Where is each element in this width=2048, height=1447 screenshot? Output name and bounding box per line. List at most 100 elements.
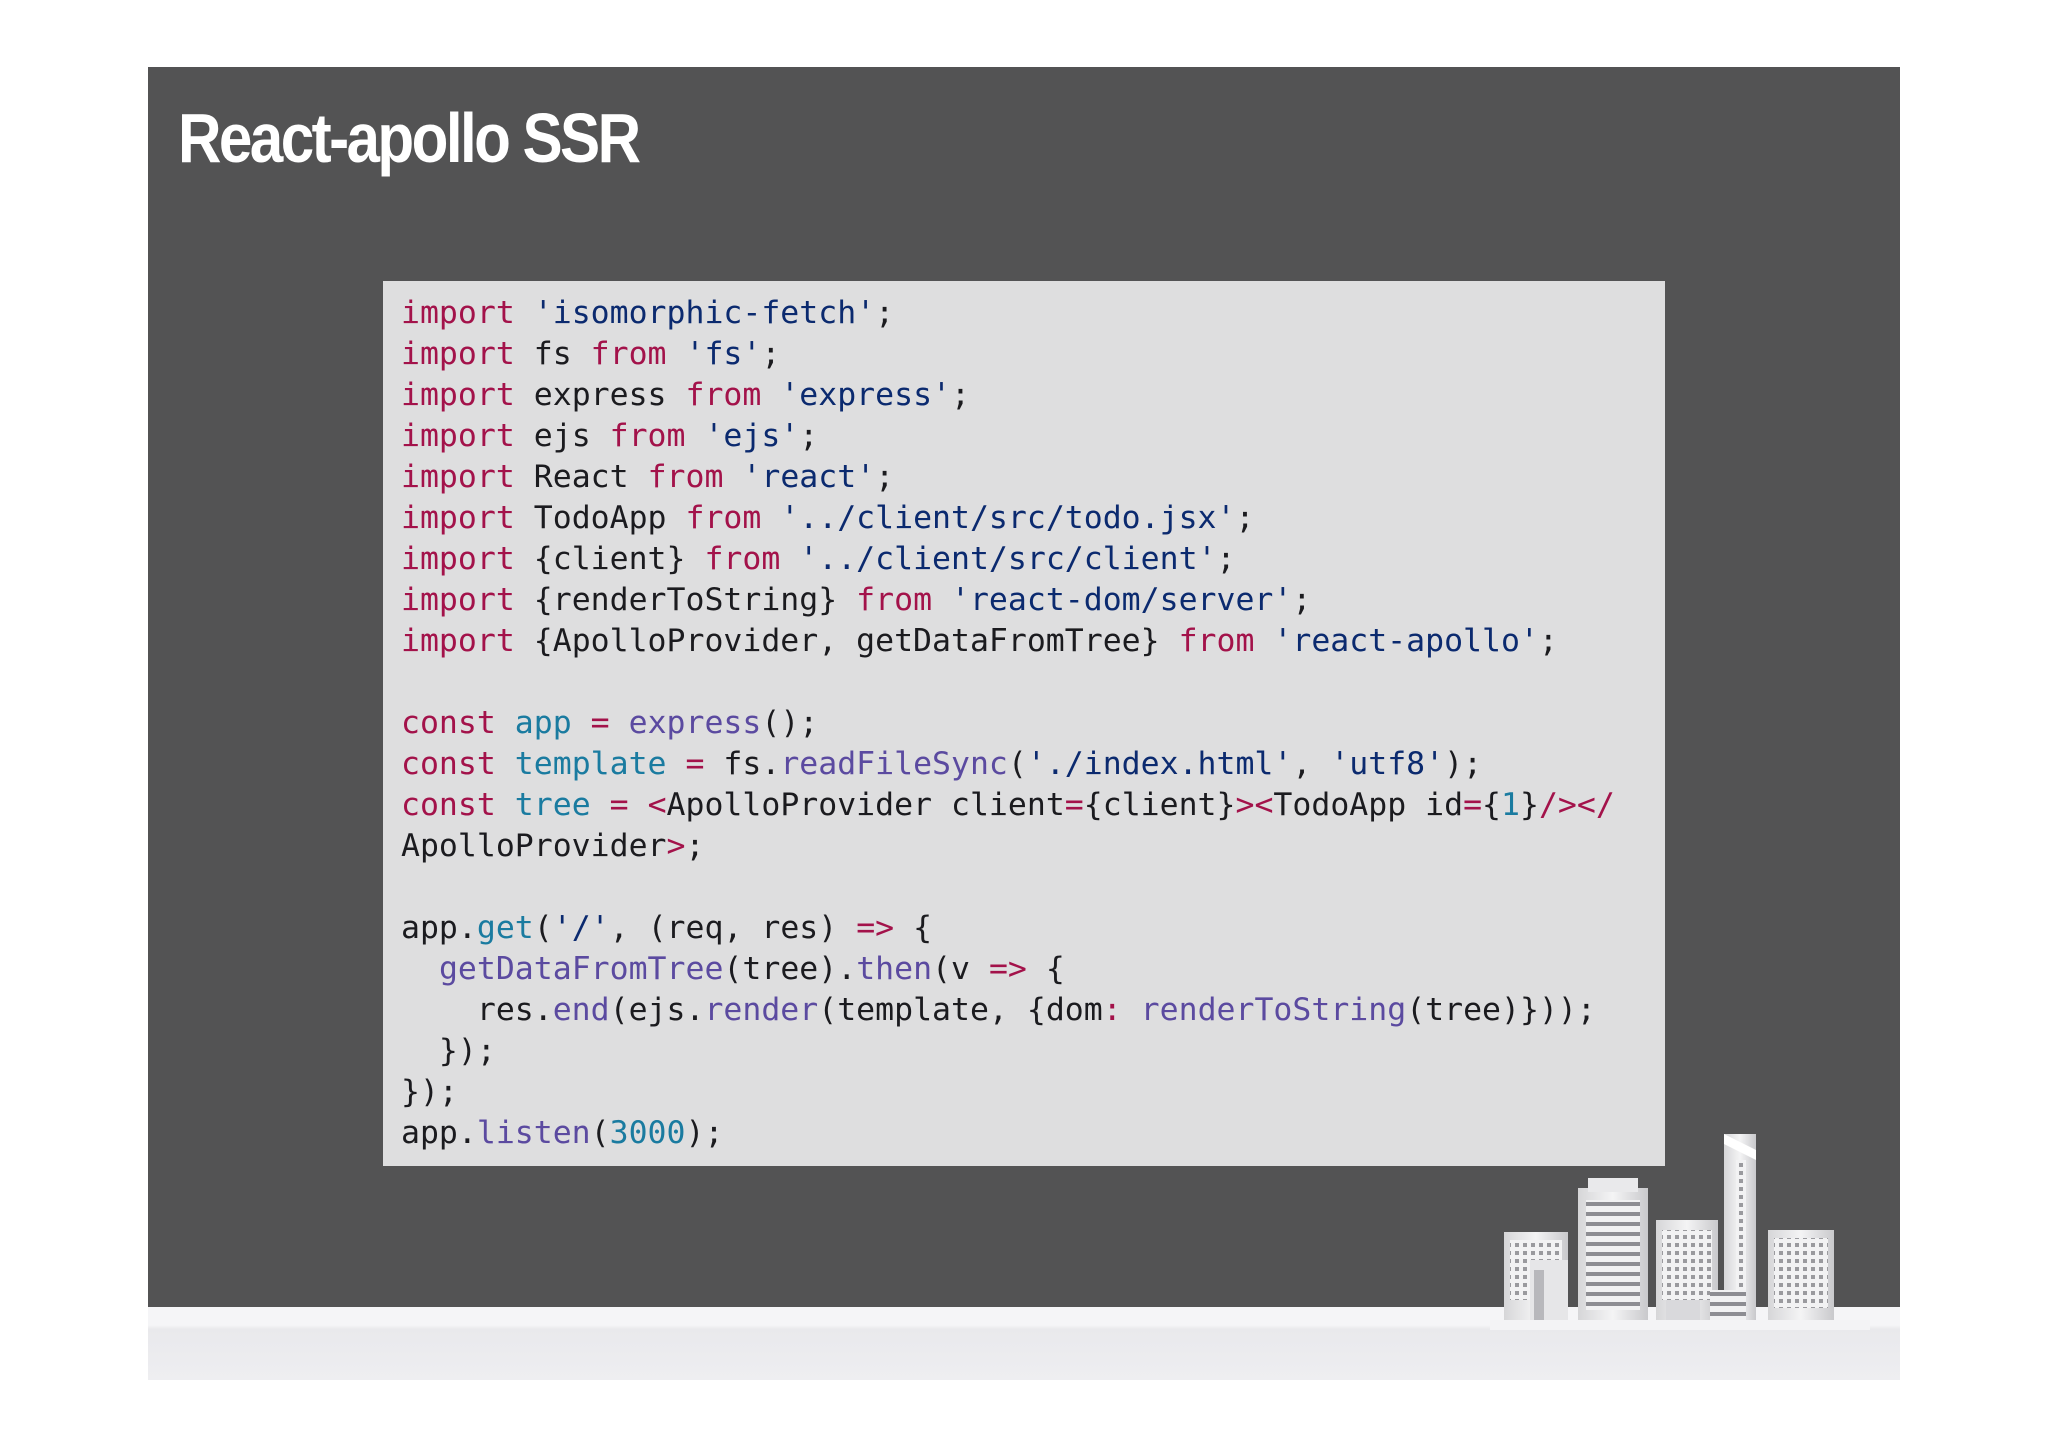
code-token: (tree)})); <box>1406 992 1596 1028</box>
code-token: { <box>1026 951 1065 987</box>
code-token: from <box>647 459 724 495</box>
code-token: res. <box>401 992 553 1028</box>
code-token <box>401 951 439 987</box>
code-token: from <box>590 336 667 372</box>
code-block: import 'isomorphic-fetch';import fs from… <box>383 281 1665 1166</box>
code-line: import React from 'react'; <box>401 457 1615 498</box>
code-token <box>667 336 686 372</box>
code-token: (tree). <box>723 951 857 987</box>
code-token: ejs <box>514 418 610 454</box>
code-token: (template, {dom <box>818 992 1103 1028</box>
code-token: const <box>401 705 496 741</box>
code-line <box>401 662 1615 703</box>
code-token: }); <box>401 1033 496 1069</box>
code-token: fs. <box>704 746 781 782</box>
code-token: app. <box>401 1115 477 1151</box>
code-token: ( <box>590 1115 610 1151</box>
code-token: {client} <box>1083 787 1236 823</box>
code-line: import 'isomorphic-fetch'; <box>401 293 1615 334</box>
code-token <box>761 500 780 536</box>
code-token: from <box>685 377 762 413</box>
code-token: => <box>988 951 1027 987</box>
code-token <box>667 746 686 782</box>
code-token <box>496 705 515 741</box>
code-line: const template = fs.readFileSync('./inde… <box>401 744 1615 785</box>
code-line: import TodoApp from '../client/src/todo.… <box>401 498 1615 539</box>
code-token: { <box>1482 787 1502 823</box>
code-token: app <box>514 705 572 741</box>
code-token <box>572 705 591 741</box>
code-token: from <box>704 541 781 577</box>
code-token: '/' <box>552 910 610 946</box>
code-token: listen <box>476 1115 591 1151</box>
code-token: import <box>401 295 515 331</box>
code-token: (ejs. <box>609 992 705 1028</box>
code-token: ; <box>1292 582 1312 618</box>
code-token: ApolloProvider client <box>666 787 1065 823</box>
code-token: 3000 <box>609 1115 686 1151</box>
code-line: }); <box>401 1072 1615 1113</box>
code-token: from <box>609 418 686 454</box>
code-token: 'react-apollo' <box>1273 623 1539 659</box>
code-token: => <box>856 910 895 946</box>
code-token <box>1122 992 1141 1028</box>
code-token <box>932 582 951 618</box>
code-token: = <box>590 705 610 741</box>
code-token: end <box>552 992 610 1028</box>
code-token: then <box>856 951 933 987</box>
city-skyline-icon <box>1490 1134 1870 1330</box>
code-token: get <box>476 910 534 946</box>
code-token: TodoApp <box>514 500 686 536</box>
code-token: , (req, res) <box>609 910 857 946</box>
code-token: ); <box>685 1115 724 1151</box>
code-token: = <box>1064 787 1084 823</box>
code-token: /></ <box>1538 787 1615 823</box>
code-line: const tree = <ApolloProvider client={cli… <box>401 785 1615 826</box>
code-token: ( <box>533 910 553 946</box>
code-token: ( <box>1007 746 1027 782</box>
code-token: app. <box>401 910 477 946</box>
code-line: import {renderToString} from 'react-dom/… <box>401 580 1615 621</box>
code-line: app.get('/', (req, res) => { <box>401 908 1615 949</box>
code-token: {client} <box>514 541 705 577</box>
code-token: {renderToString} <box>514 582 857 618</box>
code-token: import <box>401 418 515 454</box>
code-token: '../client/src/client' <box>799 541 1217 577</box>
code-token: import <box>401 582 515 618</box>
code-token: import <box>401 459 515 495</box>
code-token <box>1254 623 1273 659</box>
code-line: }); <box>401 1031 1615 1072</box>
code-token: = <box>1463 787 1483 823</box>
code-line: getDataFromTree(tree).then(v => { <box>401 949 1615 990</box>
code-token: 'utf8' <box>1330 746 1445 782</box>
code-token: = <box>609 787 629 823</box>
code-token: > <box>666 828 686 864</box>
code-token: getDataFromTree <box>438 951 724 987</box>
code-content: import 'isomorphic-fetch';import fs from… <box>401 293 1615 1154</box>
code-line: import express from 'express'; <box>401 375 1615 416</box>
code-token <box>723 459 742 495</box>
code-line: res.end(ejs.render(template, {dom: rende… <box>401 990 1615 1031</box>
code-token: 'isomorphic-fetch' <box>533 295 876 331</box>
code-token: ; <box>875 295 895 331</box>
code-token <box>610 705 629 741</box>
code-token: >< <box>1235 787 1274 823</box>
code-token: : <box>1102 992 1122 1028</box>
code-token <box>780 541 799 577</box>
code-token: ApolloProvider <box>401 828 667 864</box>
code-token: , <box>1292 746 1331 782</box>
code-token: 'fs' <box>685 336 762 372</box>
code-token: ; <box>761 336 781 372</box>
code-token: 'react-dom/server' <box>951 582 1293 618</box>
code-token <box>591 787 610 823</box>
code-token <box>496 787 515 823</box>
code-token: (v <box>932 951 989 987</box>
code-token <box>685 418 704 454</box>
code-token: import <box>401 623 515 659</box>
code-line: import {ApolloProvider, getDataFromTree}… <box>401 621 1615 662</box>
code-token: ; <box>1538 623 1558 659</box>
code-token: = <box>685 746 705 782</box>
code-token: ; <box>875 459 895 495</box>
code-token: '../client/src/todo.jsx' <box>780 500 1236 536</box>
code-token <box>496 746 515 782</box>
